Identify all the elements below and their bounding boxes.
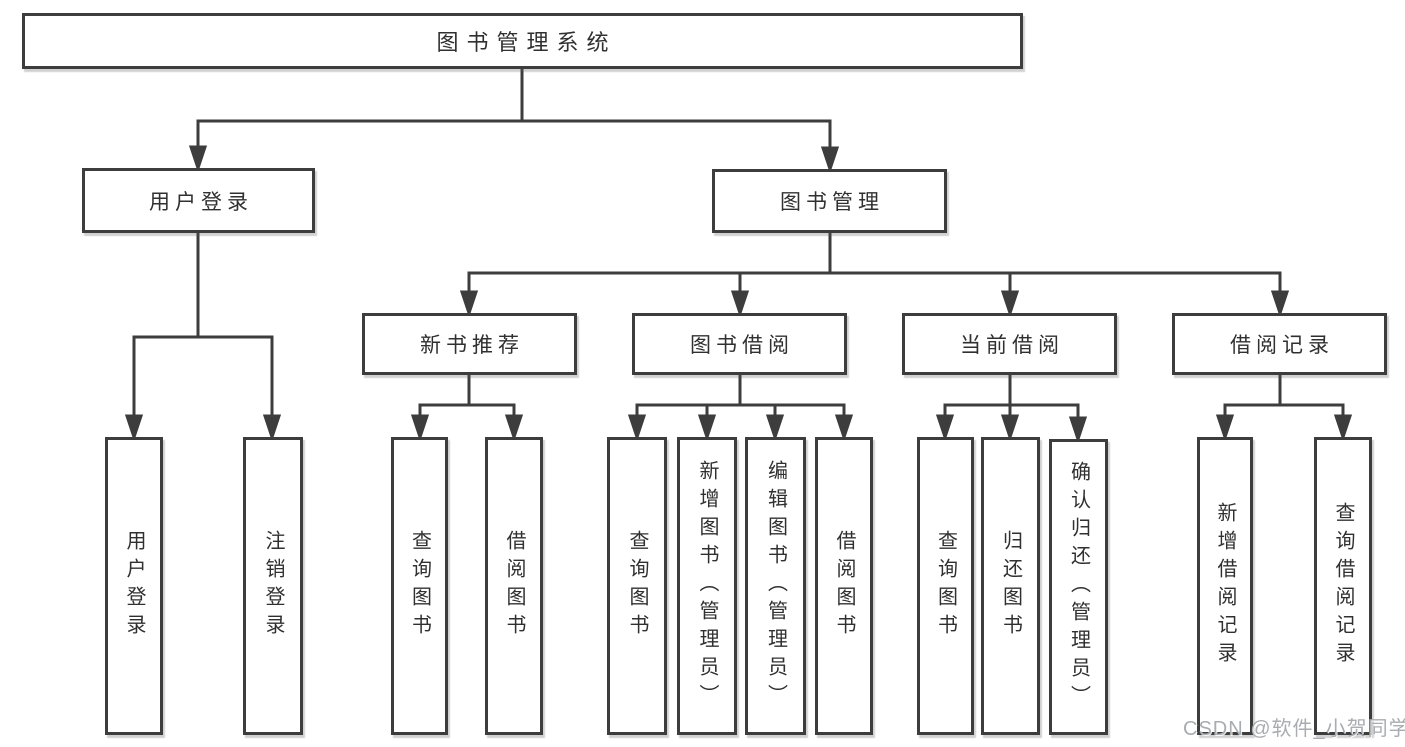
leaf-recommend-borrow-books: 借阅图书 <box>485 437 543 735</box>
leaf-borrowing-query-books: 查询图书 <box>607 437 667 735</box>
leaf-recommend-query-books: 查询图书 <box>391 437 448 735</box>
node-book-borrowing: 图书借阅 <box>632 313 847 375</box>
leaf-current-return-books: 归还图书 <box>981 437 1040 735</box>
leaf-current-query-books: 查询图书 <box>917 437 974 735</box>
node-label: 确认归还（管理员） <box>1067 461 1090 713</box>
connector-current-borrowing-children <box>935 375 1088 444</box>
node-borrowing-records: 借阅记录 <box>1172 313 1387 375</box>
leaf-logout-login: 注销登录 <box>243 437 303 735</box>
connector-user-login-children <box>124 233 282 442</box>
node-book-management: 图书管理 <box>712 169 947 233</box>
node-label: 新增借阅记录 <box>1214 502 1236 670</box>
node-label: 用户登录 <box>149 190 253 214</box>
node-library-system: 图书管理系统 <box>22 13 1023 69</box>
node-label: 图书管理 <box>780 191 884 214</box>
watermark: CSDN @软件_小贺同学 <box>1183 718 1405 740</box>
leaf-borrowing-edit-books-admin: 编辑图书（管理员） <box>745 437 806 735</box>
node-label: 归还图书 <box>999 530 1022 642</box>
leaf-records-query-borrow-record: 查询借阅记录 <box>1314 437 1372 735</box>
node-label: 查询图书 <box>626 530 648 642</box>
node-label: 用户登录 <box>123 530 145 642</box>
node-label: 新书推荐 <box>420 334 524 357</box>
node-label: 借阅图书 <box>833 530 855 642</box>
node-current-borrowing: 当前借阅 <box>902 313 1117 375</box>
node-label: 图书管理系统 <box>436 30 617 55</box>
connector-borrowing-records-children <box>1215 375 1353 442</box>
connector-book-management-children <box>459 233 1290 318</box>
node-label: 查询图书 <box>934 530 957 642</box>
node-label: 借阅图书 <box>503 530 525 642</box>
node-label: 编辑图书（管理员） <box>764 460 787 712</box>
leaf-borrowing-add-books-admin: 新增图书（管理员） <box>677 437 737 735</box>
node-user-login: 用户登录 <box>82 168 315 233</box>
node-new-book-recommendation: 新书推荐 <box>362 313 577 375</box>
node-label: 当前借阅 <box>960 334 1064 357</box>
leaf-records-add-borrow-record: 新增借阅记录 <box>1197 437 1253 735</box>
node-label: 注销登录 <box>262 530 284 642</box>
connector-new-book-recommendation-children <box>410 375 524 442</box>
node-label: 查询借阅记录 <box>1332 502 1354 670</box>
connector-book-borrowing-children <box>627 375 854 442</box>
leaf-borrowing-borrow-books: 借阅图书 <box>815 437 873 735</box>
node-label: 查询图书 <box>408 530 431 642</box>
node-label: 图书借阅 <box>690 334 794 357</box>
node-label: 借阅记录 <box>1230 334 1334 357</box>
node-label: 新增图书（管理员） <box>696 460 718 712</box>
leaf-user-login: 用户登录 <box>105 437 163 735</box>
leaf-current-confirm-return-admin: 确认归还（管理员） <box>1049 439 1108 735</box>
connector-root-to-level2 <box>188 69 840 174</box>
